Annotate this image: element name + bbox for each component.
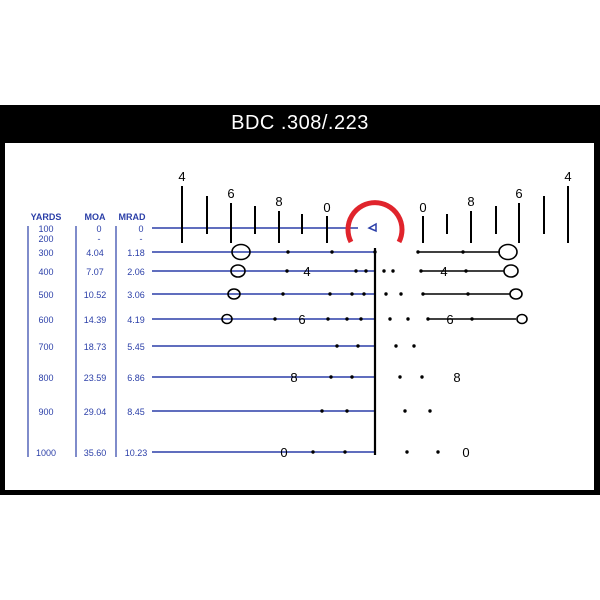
mrad-500: 3.06 xyxy=(127,290,145,300)
yards-200: 200 xyxy=(38,234,53,244)
table-row-1000: 1000 35.60 10.23 xyxy=(36,448,147,458)
holdover-left-400: 4 xyxy=(303,264,310,279)
moa-600: 14.39 xyxy=(84,315,107,325)
yards-700: 700 xyxy=(38,342,53,352)
mrad-600: 4.19 xyxy=(127,315,145,325)
mrad-400: 2.06 xyxy=(127,267,145,277)
yards-100: 100 xyxy=(38,224,53,234)
holdover-left-1000: 0 xyxy=(280,445,287,460)
reticle-panel: YARDS MOA MRAD 100 0 0 200 - - 300 4.04 … xyxy=(5,143,594,490)
table-row-100: 100 0 0 xyxy=(38,224,143,234)
circle-left-400 xyxy=(230,264,246,278)
header-yards: YARDS xyxy=(31,212,62,222)
yards-400: 400 xyxy=(38,267,53,277)
range-lines xyxy=(152,227,375,453)
holdover-left-600: 6 xyxy=(298,312,305,327)
yards-300: 300 xyxy=(38,248,53,258)
table-row-200: 200 - - xyxy=(38,234,142,244)
table-row-500: 500 10.52 3.06 xyxy=(38,290,144,300)
circle-left-300 xyxy=(231,243,251,261)
mrad-100: 0 xyxy=(138,224,143,234)
moa-900: 29.04 xyxy=(84,407,107,417)
scale-left-8: 8 xyxy=(275,194,282,209)
yards-500: 500 xyxy=(38,290,53,300)
moa-200: - xyxy=(98,234,101,244)
scale-left-0: 0 xyxy=(323,200,330,215)
table-row-300: 300 4.04 1.18 xyxy=(38,248,144,258)
table-row-900: 900 29.04 8.45 xyxy=(38,407,144,417)
right-stadia-ticks xyxy=(422,186,569,243)
page-title: BDC .308/.223 xyxy=(231,112,369,134)
scale-right-8: 8 xyxy=(467,194,474,209)
header-mrad: MRAD xyxy=(119,212,146,222)
holdover-right-400: 4 xyxy=(440,264,447,279)
moa-400: 7.07 xyxy=(86,267,104,277)
moa-700: 18.73 xyxy=(84,342,107,352)
moa-500: 10.52 xyxy=(84,290,107,300)
yards-600: 600 xyxy=(38,315,53,325)
circle-right-300 xyxy=(498,243,518,261)
yards-1000: 1000 xyxy=(36,448,56,458)
right-holdover-bars xyxy=(418,251,516,320)
header-moa: MOA xyxy=(85,212,106,222)
scale-right-4: 4 xyxy=(564,169,571,184)
bdc-reticle-diagram: YARDS MOA MRAD 100 0 0 200 - - 300 4.04 … xyxy=(27,169,572,460)
scale-right-6: 6 xyxy=(515,186,522,201)
mrad-200: - xyxy=(140,234,143,244)
title-bar: BDC .308/.223 xyxy=(0,105,600,142)
holdover-right-1000: 0 xyxy=(462,445,469,460)
moa-300: 4.04 xyxy=(86,248,104,258)
circle-left-600 xyxy=(221,313,233,325)
holdover-right-600: 6 xyxy=(446,312,453,327)
holdover-dots xyxy=(273,250,474,454)
mrad-300: 1.18 xyxy=(127,248,145,258)
moa-800: 23.59 xyxy=(84,373,107,383)
scale-right-0: 0 xyxy=(419,200,426,215)
reticle-frame: BDC .308/.223 YARDS MOA MRAD 100 0 0 200… xyxy=(0,105,600,495)
mrad-1000: 10.23 xyxy=(125,448,148,458)
table-row-800: 800 23.59 6.86 xyxy=(38,373,144,383)
scale-left-4: 4 xyxy=(178,169,185,184)
circle-right-400 xyxy=(503,264,519,278)
yards-900: 900 xyxy=(38,407,53,417)
table-row-400: 400 7.07 2.06 xyxy=(38,267,144,277)
holdover-left-800: 8 xyxy=(290,370,297,385)
moa-100: 0 xyxy=(96,224,101,234)
moa-1000: 35.60 xyxy=(84,448,107,458)
table-row-700: 700 18.73 5.45 xyxy=(38,342,144,352)
mrad-800: 6.86 xyxy=(127,373,145,383)
mrad-900: 8.45 xyxy=(127,407,145,417)
center-ring-icon xyxy=(345,200,405,244)
circle-left-500 xyxy=(227,288,241,300)
holdover-circles xyxy=(221,243,528,325)
yards-800: 800 xyxy=(38,373,53,383)
circle-right-600 xyxy=(516,313,528,325)
table-row-600: 600 14.39 4.19 xyxy=(38,315,144,325)
left-stadia-ticks xyxy=(181,186,328,243)
circle-right-500 xyxy=(509,288,523,300)
mrad-700: 5.45 xyxy=(127,342,145,352)
scale-left-6: 6 xyxy=(227,186,234,201)
center-chevron-icon xyxy=(367,222,377,233)
holdover-right-800: 8 xyxy=(453,370,460,385)
